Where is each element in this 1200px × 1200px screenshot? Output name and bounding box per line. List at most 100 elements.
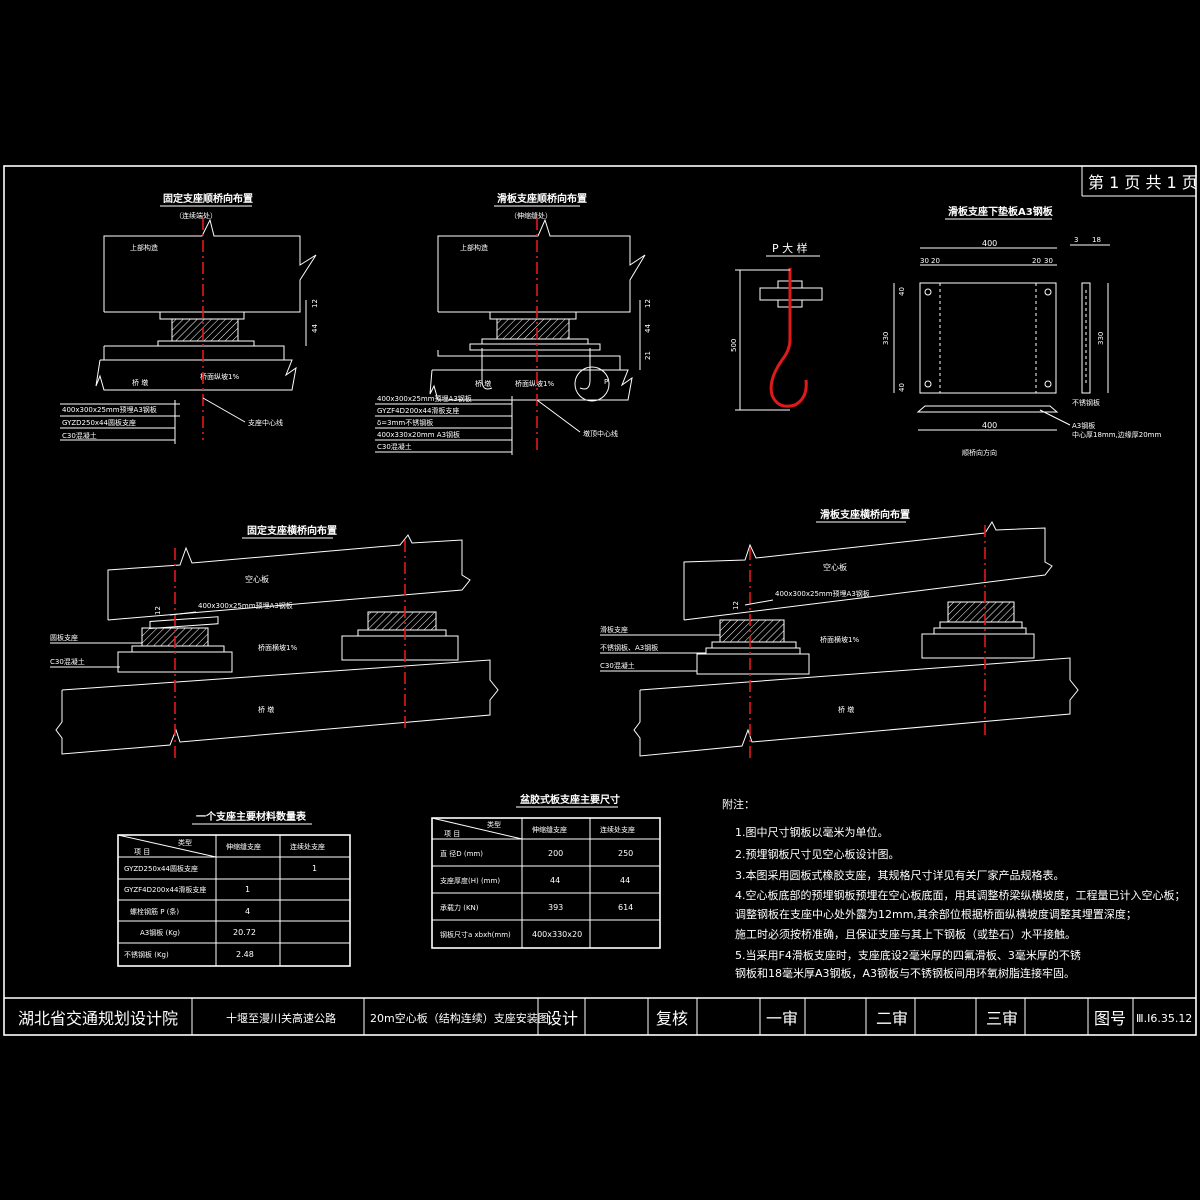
svg-text:330: 330	[882, 332, 890, 345]
mid-left-pier: 桥 墩	[258, 705, 274, 714]
audit1-label: 一审	[766, 1009, 798, 1028]
hook-bar	[769, 268, 808, 408]
mid-right-label-bearing: 滑板支座	[600, 625, 628, 634]
svg-text:44: 44	[620, 876, 630, 885]
svg-text:钢板尺寸a xbxh(mm): 钢板尺寸a xbxh(mm)	[440, 930, 511, 939]
drawing-no: Ⅲ.Ⅰ6.35.12	[1136, 1012, 1192, 1025]
institute-name: 湖北省交通规划设计院	[18, 1009, 178, 1028]
mid-right-title: 滑板支座横桥向布置	[820, 508, 910, 521]
svg-text:直 径D (mm): 直 径D (mm)	[440, 849, 483, 858]
svg-text:支座厚度(H) (mm): 支座厚度(H) (mm)	[440, 876, 500, 885]
mid-right-slope: 桥面横坡1%	[820, 635, 859, 644]
svg-text:400: 400	[982, 421, 997, 430]
top-mid-bearing	[496, 318, 570, 340]
hook-title: P 大 样	[772, 241, 808, 255]
svg-text:614: 614	[618, 903, 633, 912]
svg-text:44: 44	[550, 876, 560, 885]
top-mid-pier: 桥 墩	[475, 379, 491, 388]
note-line-2: 2.预埋钢板尺寸见空心板设计图。	[735, 847, 900, 861]
plate-title: 滑板支座下垫板A3钢板	[948, 205, 1054, 218]
top-mid-superstructure: 上部构造	[460, 243, 488, 252]
top-left-centerline-label: 支座中心线	[248, 418, 283, 427]
svg-text:30: 30	[920, 257, 929, 265]
svg-text:393: 393	[548, 903, 563, 912]
svg-text:30: 30	[1044, 257, 1053, 265]
top-left-label-concrete: C30混凝土	[62, 431, 97, 440]
svg-text:12: 12	[644, 299, 652, 308]
mid-right-deck: 空心板	[823, 562, 847, 572]
mid-right-label-plates: 不锈钢板、A3钢板	[600, 643, 658, 652]
svg-text:44: 44	[644, 324, 652, 333]
svg-text:21: 21	[644, 351, 652, 360]
top-left-subtitle: （连续端处）	[175, 211, 217, 220]
plate-detail: 滑板支座下垫板A3钢板 400 30 20 20 30 330 40 40 33…	[882, 205, 1161, 457]
mid-left-deck: 空心板	[245, 574, 269, 584]
svg-text:12: 12	[311, 299, 319, 308]
svg-text:1: 1	[245, 885, 250, 894]
top-mid-label-plate: 400x300x25mm预埋A3钢板	[377, 394, 472, 403]
note-line-5: 调整钢板在支座中心处外露为12mm,其余部位根据桥面纵横坡度调整其埋置深度；	[735, 907, 1137, 921]
svg-text:类型: 类型	[487, 820, 501, 829]
drawing-name: 20m空心板（结构连续）支座安装图	[370, 1011, 549, 1025]
svg-text:330: 330	[1097, 332, 1105, 345]
table1-title: 一个支座主要材料数量表	[196, 810, 307, 823]
page-label-box: 第 1 页 共 1 页	[1081, 166, 1198, 197]
svg-text:1: 1	[312, 864, 317, 873]
top-mid-label-a3plate: 400x330x20mm A3钢板	[377, 430, 460, 439]
title-block: 湖北省交通规划设计院 十堰至漫川关高速公路 20m空心板（结构连续）支座安装图 …	[4, 997, 1196, 1035]
drawing-no-label: 图号	[1094, 1009, 1126, 1028]
mid-left-plate-label: 400x300x25mm预埋A3钢板	[198, 601, 293, 610]
svg-text:A3钢板 (Kg): A3钢板 (Kg)	[140, 928, 180, 937]
svg-text:3: 3	[1074, 236, 1078, 244]
hook-detail: P 大 样 500	[730, 241, 823, 411]
note-line-1: 1.图中尺寸钢板以毫米为单位。	[735, 825, 889, 839]
top-left-superstructure: 上部构造	[130, 243, 158, 252]
top-mid-centerline-label: 墩顶中心线	[583, 429, 618, 438]
table2-title: 盆胶式板支座主要尺寸	[519, 793, 620, 806]
plate-steel-label: 不锈钢板	[1072, 398, 1100, 407]
top-left-title: 固定支座顺桥向布置	[163, 192, 253, 205]
plate-outline	[919, 282, 1057, 394]
note-line-4: 4.空心板底部的预埋钢板预埋在空心板底面，用其调整桥梁纵横坡度，工程量已计入空心…	[735, 888, 1186, 902]
svg-text:18: 18	[1092, 236, 1101, 244]
svg-text:40: 40	[898, 383, 906, 392]
svg-text:4: 4	[245, 907, 250, 916]
materials-table: 一个支座主要材料数量表 类型 项 目 伸缩缝支座 连续处支座 GYZD250x4…	[117, 810, 351, 967]
svg-text:项 目: 项 目	[134, 848, 150, 856]
top-mid-slope: 桥面纵坡1%	[515, 379, 554, 388]
audit2-label: 二审	[876, 1009, 908, 1028]
sheet-border	[3, 165, 1197, 1036]
svg-text:类型: 类型	[178, 838, 192, 847]
svg-text:20: 20	[1032, 257, 1041, 265]
top-left-detail: 固定支座顺桥向布置 （连续端处） 上部构造 桥 墩 桥面纵坡1% 12 44 4…	[60, 192, 319, 444]
svg-text:500: 500	[730, 339, 738, 352]
project-name: 十堰至漫川关高速公路	[226, 1011, 336, 1025]
svg-text:20.72: 20.72	[233, 928, 256, 937]
mid-left-concrete-label: C30混凝土	[50, 657, 85, 666]
svg-text:P: P	[604, 378, 608, 386]
top-left-bearing	[171, 318, 239, 342]
top-mid-detail: 滑板支座顺桥向布置 （伸缩缝处） 上部构造 桥 墩 桥面纵坡1% P 12 44…	[375, 192, 652, 455]
notes-heading: 附注：	[722, 797, 755, 811]
top-mid-label-bearing: GYZF4D200x44滑板支座	[377, 406, 459, 415]
mid-right-detail: 滑板支座横桥向布置 空心板 桥 墩 400x300x25mm预埋A3钢板 12 …	[600, 508, 1079, 760]
note-line-3: 3.本图采用圆板式橡胶支座，其规格尺寸详见有关厂家产品规格表。	[735, 868, 1065, 882]
note-line-7: 5.当采用F4滑板支座时，支座底设2毫米厚的四氟滑板、3毫米厚的不锈	[735, 948, 1081, 962]
svg-text:12: 12	[732, 601, 740, 610]
top-mid-label-concrete: C30混凝土	[377, 442, 412, 451]
svg-text:2.48: 2.48	[236, 950, 254, 959]
svg-text:GYZF4D200x44滑板支座: GYZF4D200x44滑板支座	[124, 885, 206, 894]
svg-text:螺栓钢筋 P (条): 螺栓钢筋 P (条)	[130, 907, 179, 916]
top-left-label-plate: 400x300x25mm预埋A3钢板	[62, 405, 157, 414]
svg-text:12: 12	[154, 606, 162, 615]
page-label: 第 1 页 共 1 页	[1088, 173, 1198, 192]
svg-text:400x330x20: 400x330x20	[532, 930, 582, 939]
note-line-6: 施工时必须按桥准确，且保证支座与其上下钢板（或垫石）水平接触。	[735, 927, 1076, 941]
svg-text:44: 44	[311, 324, 319, 333]
svg-text:200: 200	[548, 849, 563, 858]
svg-text:20: 20	[931, 257, 940, 265]
svg-text:伸缩缝支座: 伸缩缝支座	[226, 842, 261, 851]
mid-left-slope: 桥面横坡1%	[258, 643, 297, 652]
svg-text:项 目: 项 目	[444, 830, 460, 838]
